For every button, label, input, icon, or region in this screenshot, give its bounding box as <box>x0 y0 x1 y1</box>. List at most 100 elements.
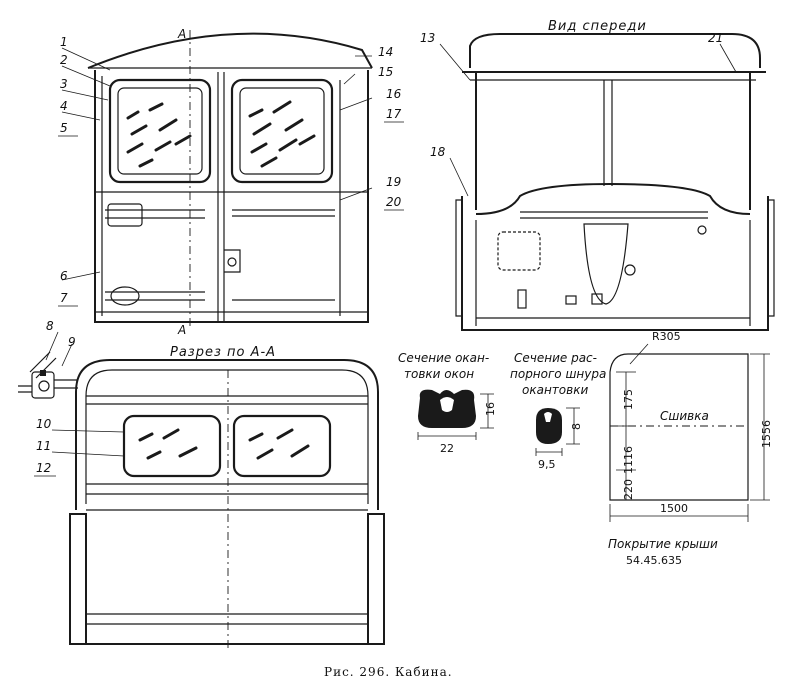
front-view-title: Вид спереди <box>548 19 647 34</box>
label-part-19: 19 <box>386 175 401 189</box>
label-part-9: 9 <box>68 335 76 349</box>
window-seal-width-dim <box>417 432 477 440</box>
cord-height: 8 <box>570 423 583 430</box>
front-mount-2 <box>591 293 603 305</box>
cord-width: 9,5 <box>538 458 556 471</box>
side-window-left-inner <box>117 87 203 175</box>
label-part-13: 13 <box>420 31 435 45</box>
section-rear-header <box>86 395 368 405</box>
section-view: Разрез по А-А <box>18 319 385 650</box>
front-hole-2 <box>697 225 707 235</box>
front-slot <box>517 289 527 309</box>
window-seal-groove <box>440 397 454 412</box>
roof-cover-dim-175: 175 <box>622 389 635 410</box>
cord-height-dim <box>566 407 580 445</box>
section-post-left <box>69 513 87 645</box>
figure-caption: Рис. 296. Кабина. <box>324 665 453 679</box>
side-armrest-lower <box>105 291 205 301</box>
side-armrest-upper <box>105 209 205 219</box>
label-part-20: 20 <box>386 195 402 209</box>
front-leaders <box>439 43 737 197</box>
side-roof-outline <box>87 32 373 69</box>
side-rail-right <box>232 209 335 217</box>
front-dash-contour <box>475 182 751 215</box>
section-window-left <box>122 414 222 478</box>
front-hinge-left <box>455 199 463 317</box>
window-seal-title-2: товки окон <box>404 367 474 381</box>
section-inner-outline <box>85 369 369 504</box>
dim-1500-line <box>609 504 749 522</box>
window-seal-height: 16 <box>484 402 497 416</box>
section-roof-outline <box>75 359 379 510</box>
cord-title-1: Сечение рас- <box>514 351 597 365</box>
roof-cover-radius: R305 <box>652 330 681 343</box>
label-part-11: 11 <box>36 439 51 453</box>
side-window-right <box>230 78 334 184</box>
label-part-18: 18 <box>430 145 446 159</box>
side-latch-upper <box>107 203 143 227</box>
roof-cover-layout: R305 Сшивка 175 1116 220 1556 1500 Покры… <box>608 330 773 567</box>
cord-profile <box>536 408 562 444</box>
label-part-2: 2 <box>60 53 68 67</box>
cord-width-dim <box>535 448 563 456</box>
side-window-right-inner <box>239 87 325 175</box>
dim-1556-line <box>750 353 770 501</box>
label-part-15: 15 <box>378 65 393 79</box>
section-glass-hatching <box>138 428 310 460</box>
roof-cover-part-no: 54.45.635 <box>626 554 682 567</box>
section-marker-bottom: А <box>177 323 186 337</box>
label-part-1: 1 <box>60 35 68 49</box>
front-lower-posts <box>475 220 751 326</box>
roof-cover-radius-leader <box>629 343 649 365</box>
roof-cover-dim-1556: 1556 <box>760 420 773 448</box>
side-label-underlines <box>58 121 404 307</box>
window-seal-height-dim <box>480 393 494 429</box>
cord-title-2: порного шнура <box>510 367 606 381</box>
section-belt <box>86 483 368 495</box>
label-part-21: 21 <box>708 31 723 45</box>
label-part-10: 10 <box>36 417 52 431</box>
label-part-4: 4 <box>60 99 68 113</box>
label-part-3: 3 <box>60 77 68 91</box>
front-panel-hatch <box>497 231 541 271</box>
section-window-right <box>232 414 332 478</box>
roof-cover-dim-1500: 1500 <box>660 502 688 515</box>
window-seal-section: Сечение окан- товки окон 22 16 <box>398 351 497 455</box>
section-floor-rail <box>86 613 368 625</box>
roof-cover-title: Покрытие крыши <box>608 537 718 551</box>
side-lock-plate <box>224 249 241 273</box>
front-mount-1 <box>565 295 577 305</box>
cord-section: Сечение рас- порного шнура окантовки 9,5… <box>510 351 606 471</box>
side-body-outline <box>94 70 369 323</box>
side-view: А А 1 2 3 4 5 6 7 14 15 16 17 19 20 <box>58 27 404 337</box>
front-roof-outline <box>469 33 761 68</box>
front-dash-rail <box>520 211 708 219</box>
side-door-lock <box>227 257 237 267</box>
side-glass-hatching <box>126 100 316 168</box>
section-post-right <box>367 513 385 645</box>
roof-cover-dim-1116: 1116 <box>622 446 635 474</box>
front-lower-body <box>461 196 769 331</box>
front-steering-cutout <box>583 223 629 305</box>
window-seal-width: 22 <box>440 442 454 455</box>
label-part-6: 6 <box>60 269 68 283</box>
cord-title-3: окантовки <box>522 383 588 397</box>
section-view-title: Разрез по А-А <box>170 345 276 360</box>
label-part-16: 16 <box>386 87 402 101</box>
cord-notch <box>544 412 552 422</box>
label-part-8: 8 <box>46 319 54 333</box>
section-marker-top: А <box>177 27 186 41</box>
front-center-post <box>603 80 613 186</box>
label-part-5: 5 <box>60 121 68 135</box>
side-leaders <box>61 47 373 281</box>
label-part-17: 17 <box>386 107 402 121</box>
front-view: Вид спереди 13 21 18 <box>420 19 775 331</box>
front-hole-1 <box>624 264 636 276</box>
section-leaders <box>45 331 125 457</box>
roof-cover-outline <box>609 353 749 501</box>
front-hinge-right <box>767 199 775 317</box>
label-part-14: 14 <box>378 45 393 59</box>
label-part-12: 12 <box>36 461 51 475</box>
roof-cover-dim-220: 220 <box>622 479 635 500</box>
